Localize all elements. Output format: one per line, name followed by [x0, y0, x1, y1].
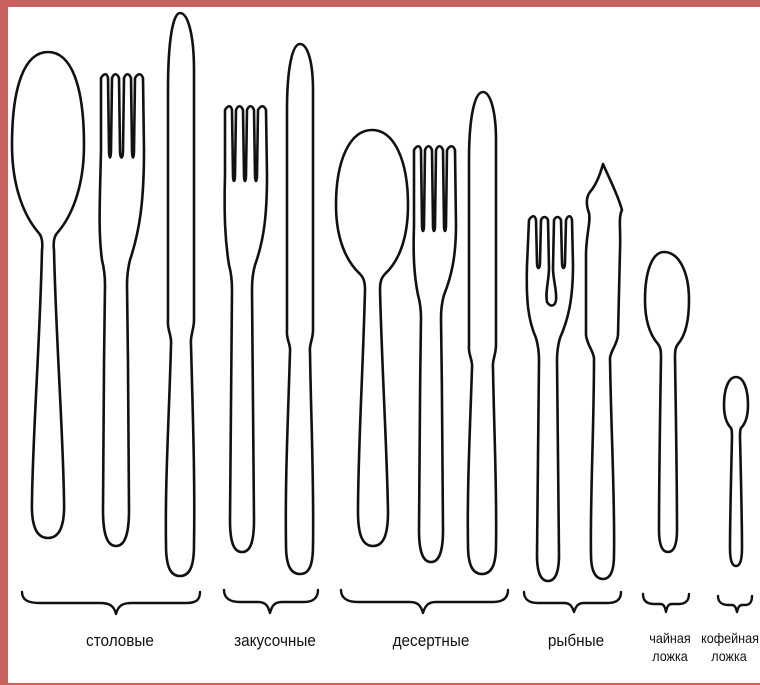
teaspoon-icon: [645, 252, 689, 552]
label-teaspoon: чайная ложка: [643, 629, 697, 665]
label-appetizer: закусочные: [226, 631, 325, 651]
dessert-fork-icon: [414, 146, 456, 562]
brace-dessert: [341, 590, 508, 613]
brace-fish: [524, 592, 621, 612]
label-teaspoon-line2: ложка: [643, 647, 697, 665]
label-coffee-spoon-line1: кофейная: [701, 629, 757, 647]
appetizer-fork-icon: [225, 106, 267, 552]
label-teaspoon-line1: чайная: [643, 629, 697, 647]
table-fork-icon: [100, 74, 144, 546]
label-coffee-spoon-line2: ложка: [701, 647, 757, 665]
appetizer-knife-icon: [286, 44, 313, 574]
table-knife-icon: [166, 13, 194, 576]
brace-appetizer: [224, 590, 318, 613]
label-fish: рыбные: [540, 631, 612, 651]
dessert-spoon-icon: [336, 130, 408, 546]
label-table: столовые: [75, 631, 165, 651]
brace-table: [22, 592, 200, 614]
brace-coffee-spoon: [718, 596, 752, 612]
dessert-knife-icon: [468, 92, 496, 574]
fish-fork-icon: [527, 216, 573, 581]
coffee-spoon-icon: [724, 377, 748, 566]
table-spoon-icon: [12, 52, 84, 538]
label-coffee-spoon: кофейная ложка: [701, 629, 757, 665]
label-dessert: десертные: [382, 631, 481, 651]
brace-teaspoon: [643, 594, 689, 612]
cutlery-illustration: [8, 7, 760, 683]
fish-knife-icon: [586, 164, 622, 579]
